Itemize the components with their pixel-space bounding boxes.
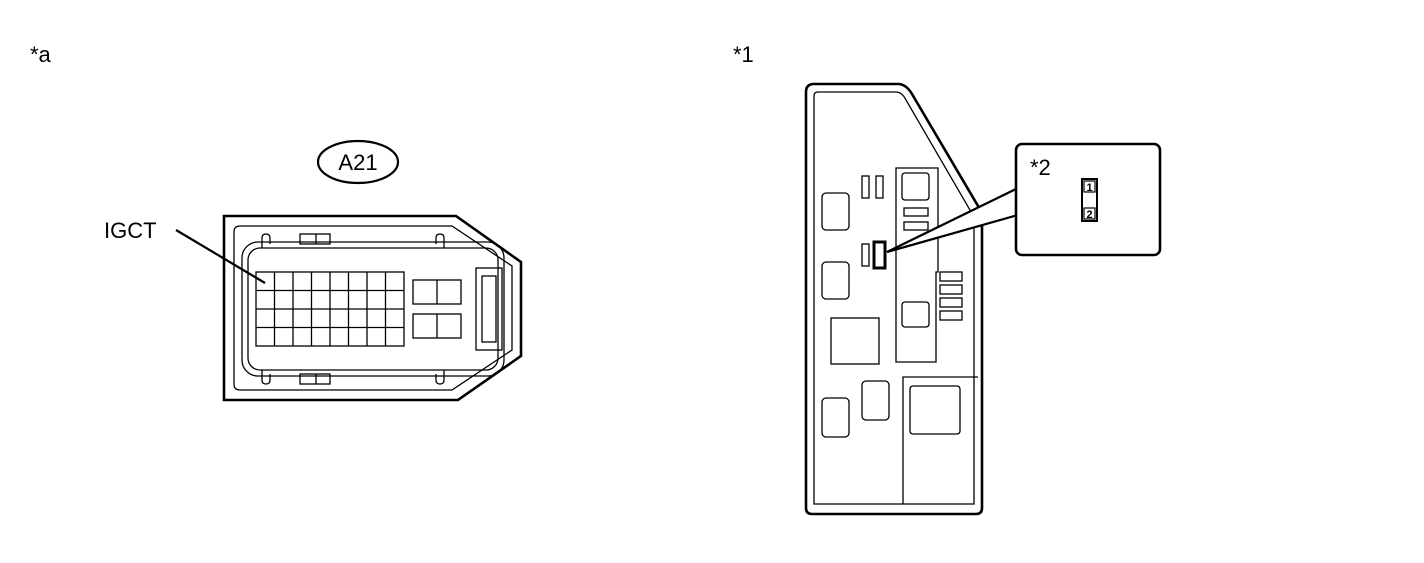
connector-code-oval [316,139,400,185]
connector-a21 [222,214,523,402]
side-lock-outer [475,267,503,351]
bottom-latch-left [261,370,271,385]
pin-2-label: 2 [1086,209,1092,221]
relay-5 [861,380,890,421]
large-terminals [412,279,462,339]
pin-2-box [1083,207,1096,220]
fuse-detail: 1 2 [1081,178,1098,222]
fuse-b [875,175,884,199]
top-latch-right [435,233,445,248]
terminal-label-igct: IGCT [104,218,157,243]
pin-1-box [1083,180,1096,193]
connector-housing [222,214,523,402]
connector-inner-rim [233,225,513,391]
junction-block [804,82,984,516]
bottom-latch-right [435,370,445,385]
relay-1 [821,192,850,231]
top-lock-tab [299,233,331,245]
relay-7 [901,301,930,328]
upper-inner-section [895,167,939,363]
connector-seal-outer [241,241,505,377]
relay-8 [909,385,961,435]
relay-3 [830,317,880,365]
relay-4 [821,397,850,438]
lower-section [902,376,978,504]
relay-6 [901,172,930,201]
callout-pointer [886,186,1020,254]
target-fuse [872,240,887,270]
connector-code: A21 [338,150,377,175]
top-latch-left [261,233,271,248]
fuse-a [861,175,870,199]
marker-a: *a [30,42,52,67]
bottom-lock-tab [299,373,331,385]
igct-leader-line [175,229,266,284]
side-lock-inner [481,275,497,343]
terminal-grid [255,271,405,347]
marker-1: *1 [733,42,754,67]
block-outline-outer [804,82,984,516]
fuse-c [861,243,870,267]
callout-marker: *2 [1030,155,1051,180]
connector-seal-inner [247,247,499,371]
pin-1-label: 1 [1086,182,1092,194]
relay-2 [821,261,850,300]
